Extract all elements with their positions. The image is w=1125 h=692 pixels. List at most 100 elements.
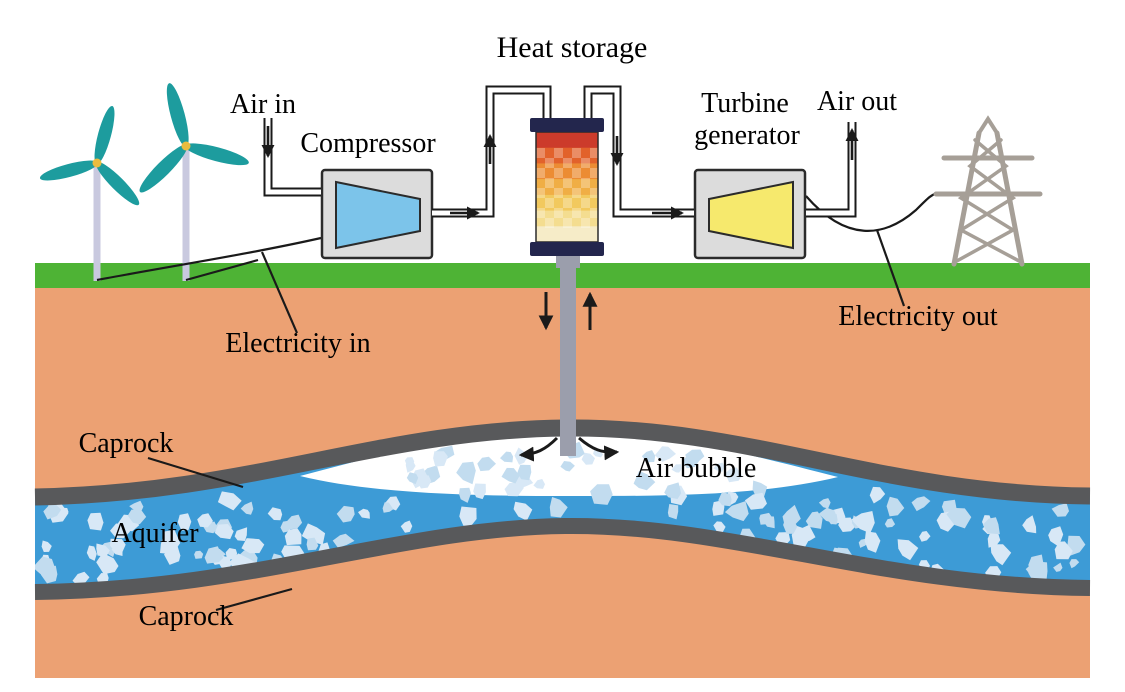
heat-checker-cell bbox=[563, 218, 572, 228]
machines bbox=[320, 168, 807, 260]
heat-checker-cell bbox=[572, 208, 581, 218]
air-bubble-label: Air bubble bbox=[636, 453, 757, 484]
heat-storage-caps bbox=[530, 118, 604, 256]
aquifer-stone bbox=[177, 513, 192, 531]
heat-checker-cell bbox=[590, 188, 598, 198]
wind-farm bbox=[39, 83, 249, 281]
caprock-bottom-label: Caprock bbox=[139, 601, 234, 632]
caprock-top-label: Caprock bbox=[79, 428, 174, 459]
heat-checker-cell bbox=[581, 218, 590, 228]
aquifer-stone bbox=[919, 531, 931, 542]
aquifer-stone bbox=[884, 518, 896, 528]
aquifer-stone bbox=[759, 512, 773, 525]
aquifer-stone bbox=[418, 475, 432, 489]
aquifer-stone bbox=[1053, 562, 1063, 572]
aquifer-stone bbox=[783, 519, 798, 534]
heat-band bbox=[536, 210, 598, 227]
heat-storage-top-cap bbox=[530, 118, 604, 132]
aquifer-stone bbox=[1069, 559, 1080, 569]
heat-checker-cell bbox=[590, 208, 598, 218]
pipe-storage-to-turbine bbox=[583, 85, 694, 218]
bubble-spread-left-arrow bbox=[518, 436, 559, 462]
aquifer-stone bbox=[194, 550, 204, 559]
wire-turbine-to-compressor bbox=[96, 236, 322, 282]
wind-turbine-pole bbox=[93, 163, 101, 281]
aquifer-stone bbox=[400, 520, 413, 533]
heat-checker-cell bbox=[554, 188, 563, 198]
aquifer-stone bbox=[990, 544, 1012, 566]
turbine-hubs bbox=[92, 141, 191, 168]
pylon-peak bbox=[977, 115, 999, 135]
aquifer-stone bbox=[851, 511, 875, 534]
turbine-blade bbox=[166, 83, 189, 148]
aquifer-stone bbox=[752, 480, 768, 497]
aquifer-stone bbox=[96, 543, 110, 557]
aquifer-stone bbox=[1054, 541, 1073, 560]
aquifer-stone bbox=[869, 486, 886, 504]
aquifer-stone bbox=[897, 539, 919, 561]
aquifer-stone bbox=[501, 467, 520, 484]
aquifer-stone bbox=[517, 464, 532, 481]
aquifer-stone bbox=[280, 520, 292, 533]
pipe-flow-arrows bbox=[261, 126, 859, 220]
aquifer-stone bbox=[385, 496, 401, 511]
heat-checker-cell bbox=[536, 188, 545, 198]
heat-checker-cell bbox=[563, 158, 572, 168]
heat-checker-cell bbox=[590, 148, 598, 158]
aquifer-stone bbox=[633, 470, 656, 491]
turbine-hub bbox=[181, 141, 191, 151]
aquifer-stone bbox=[204, 546, 224, 564]
aquifer-stone bbox=[129, 500, 144, 513]
aquifer-stone bbox=[44, 562, 55, 574]
aquifer-stone bbox=[654, 446, 676, 462]
aquifer-stone bbox=[336, 505, 355, 523]
aquifer-stone bbox=[682, 454, 699, 469]
aquifer-stone bbox=[718, 492, 732, 507]
aquifer-stone bbox=[332, 533, 355, 548]
wind-turbine-pole bbox=[182, 146, 190, 281]
aquifer-stone bbox=[911, 496, 931, 512]
caprock-top-pointer bbox=[147, 456, 244, 489]
aquifer-stone bbox=[267, 507, 283, 521]
aquifer-stone bbox=[110, 523, 130, 539]
turbine-blade bbox=[139, 144, 188, 193]
aquifer-stone bbox=[982, 517, 1000, 535]
heat-storage-vessel bbox=[530, 118, 604, 256]
heat-checker-cell bbox=[545, 218, 554, 228]
aquifer-stone bbox=[667, 504, 679, 520]
heat-checker-cell bbox=[545, 198, 554, 208]
aquifer-stone bbox=[86, 545, 97, 561]
aquifer-stone bbox=[724, 501, 749, 522]
caprock-lower bbox=[34, 517, 1091, 600]
heat-checker-cell bbox=[536, 208, 545, 218]
electricity-out-pointer bbox=[875, 229, 906, 307]
aquifer-stone bbox=[818, 498, 831, 509]
aquifer-stone bbox=[96, 573, 109, 584]
aquifer-stone bbox=[459, 506, 477, 526]
aquifer-stone bbox=[459, 487, 471, 503]
aquifer-stone bbox=[1048, 526, 1064, 547]
aquifer-stone bbox=[797, 524, 816, 544]
heat-checker-cell bbox=[554, 148, 563, 158]
heat-band bbox=[536, 132, 598, 149]
aquifer-stone bbox=[40, 565, 58, 584]
turbine-hub bbox=[92, 158, 102, 168]
air-in-label: Air in bbox=[230, 89, 296, 120]
aquifer-stone bbox=[456, 461, 476, 485]
aquifer-stone bbox=[744, 492, 767, 510]
aquifer-stone bbox=[828, 514, 838, 525]
aquifer-stone bbox=[197, 513, 213, 528]
heat-checker-cell bbox=[572, 168, 581, 178]
wellhead bbox=[556, 254, 580, 268]
underground-flow-arrows bbox=[518, 291, 620, 462]
heat-checker-cell bbox=[545, 178, 554, 188]
aquifer-stone bbox=[713, 462, 725, 472]
heat-checker-cell bbox=[563, 198, 572, 208]
aquifer-stone bbox=[72, 571, 90, 587]
aquifer-stone bbox=[284, 528, 302, 546]
heat-checker-cell bbox=[563, 178, 572, 188]
wire-turbine-join bbox=[185, 258, 259, 282]
heat-storage-checker bbox=[536, 148, 598, 228]
